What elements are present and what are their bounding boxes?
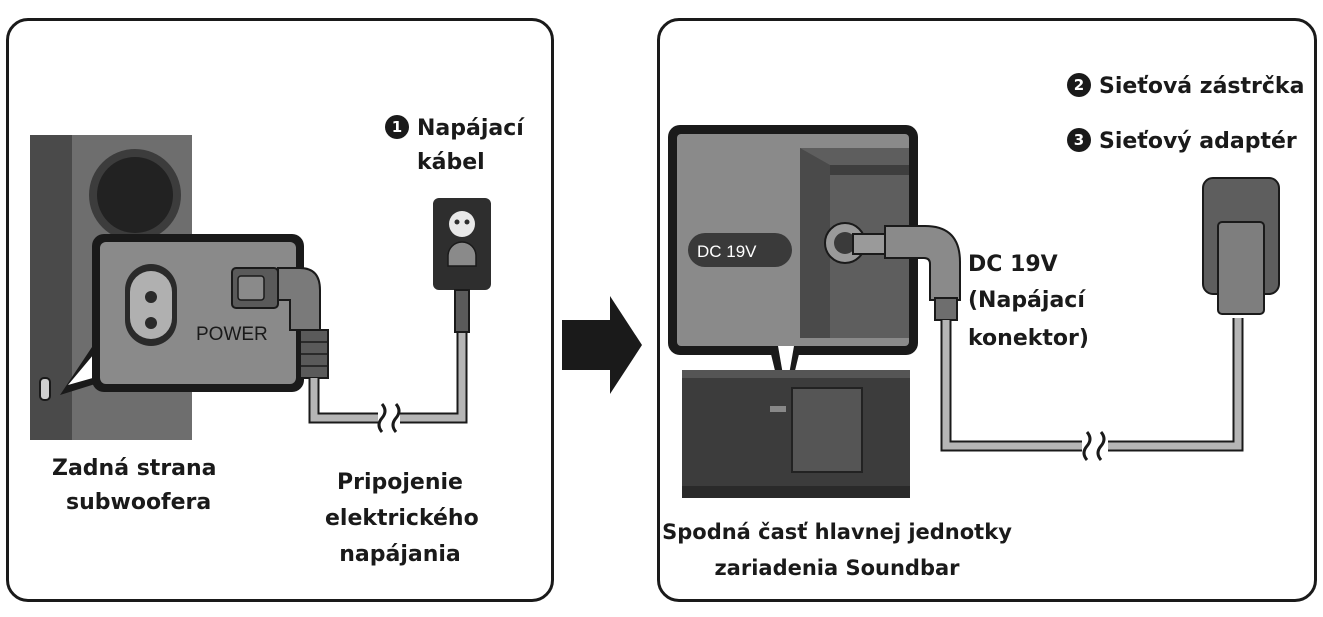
soundbar-illustration [682,370,910,498]
caption-soundbar-line2: zariadenia Soundbar [714,556,960,580]
power-port-zoom-callout [60,234,304,395]
caption-subwoofer-line2: subwoofera [66,490,212,515]
callout-1-text-line2: kábel [417,150,485,175]
wall-plug [433,198,491,333]
caption-soundbar-line1: Spodná časť hlavnej jednotky [662,520,1012,544]
caption-power-line3: napájania [339,542,461,567]
power-adapter [1202,177,1280,315]
dc-19v-badge: DC 19V [697,242,757,261]
callout-1-number: 1 [385,115,409,139]
callout-2-number: 2 [1067,73,1091,97]
dc-label-line3: konektor) [968,326,1089,351]
right-power-cable [940,318,1244,461]
callout-3-text: Sieťový adaptér [1099,129,1297,154]
left-power-cable [308,330,468,433]
caption-subwoofer-line1: Zadná strana [52,456,217,481]
callout-3-label: 3 Sieťový adaptér [1067,125,1297,159]
caption-power-line1: Pripojenie [337,470,463,495]
dc-label-line1: DC 19V [968,252,1058,277]
dc-label-line2: (Napájací [968,288,1085,313]
callout-2-label: 2 Sieťová zástrčka [1067,70,1304,104]
callout-2-text: Sieťová zástrčka [1099,74,1305,99]
arrow-right-icon [562,296,642,394]
callout-1-text-line1: Napájací [417,116,524,141]
power-port-label: POWER [196,324,268,345]
callout-3-number: 3 [1067,128,1091,152]
power-cable-plug [277,267,329,379]
dc-plug [852,225,961,321]
caption-power-line2: elektrického [325,506,479,531]
dc-port-zoom-callout [668,125,918,412]
callout-1-label: 1 Napájací [385,112,524,146]
